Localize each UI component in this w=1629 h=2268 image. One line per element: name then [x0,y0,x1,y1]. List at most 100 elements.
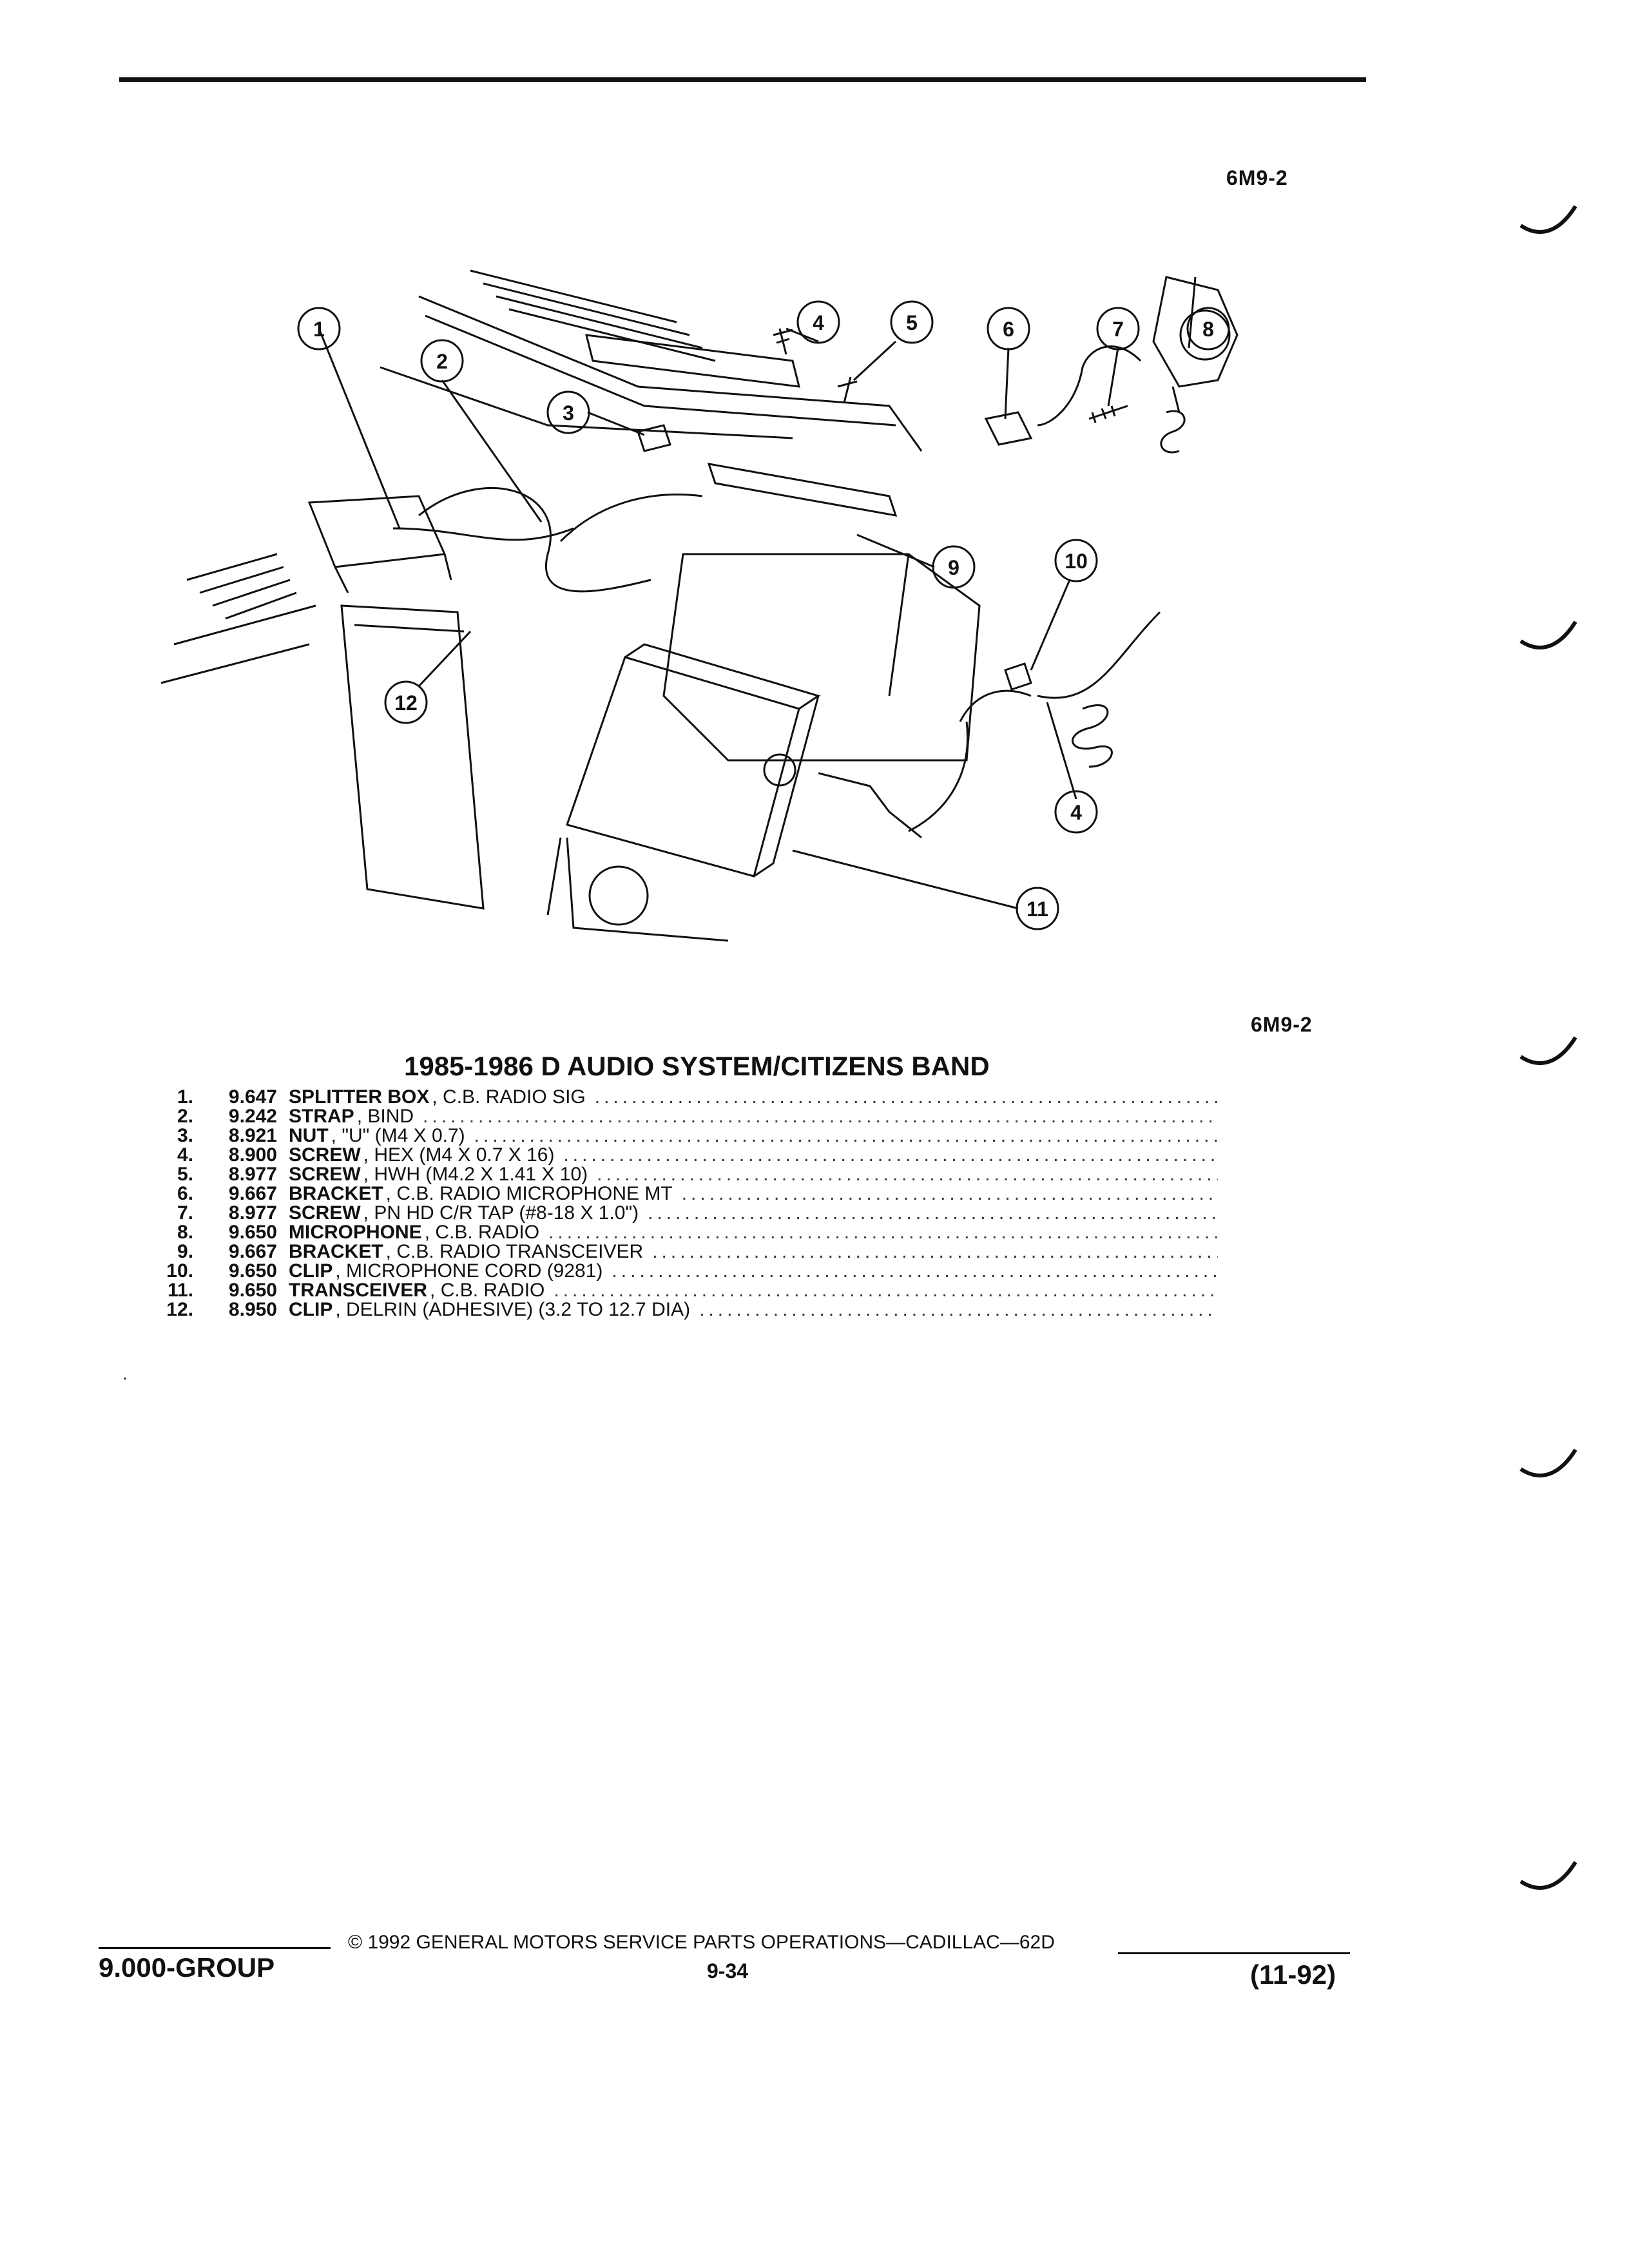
binder-tab-mark [1519,1448,1577,1477]
part-description: , BIND [356,1106,414,1127]
callout-circle-7 [1096,307,1140,351]
binder-tab-mark [1519,1036,1577,1065]
section-title: 1985-1986 D AUDIO SYSTEM/CITIZENS BAND [404,1051,990,1081]
part-name: MICROPHONE [289,1222,422,1243]
callout-circle-10 [1054,539,1098,582]
part-number: 5. [177,1164,193,1185]
part-group: 9.667 [228,1183,277,1204]
part-group: 9.667 [228,1241,277,1262]
callout-label-3: 3 [563,401,574,425]
part-name: SPLITTER BOX [289,1086,430,1108]
part-name: BRACKET [289,1183,383,1204]
screw-4-top-shape [773,328,793,355]
part-group: 9.650 [228,1222,277,1243]
part-number: 7. [177,1202,193,1224]
callout-label-12: 12 [394,691,418,715]
footer-copyright: © 1992 GENERAL MOTORS SERVICE PARTS OPER… [348,1932,1055,1953]
callout-label-2: 2 [436,350,448,373]
mic-cord [908,611,1161,832]
figure-code-bottom: 6M9-2 [1251,1013,1313,1036]
dot-leader [612,1262,1218,1281]
callout-circle-12 [384,680,428,724]
callout-circle-2 [420,339,464,383]
footer-group-label: 9.000-GROUP [99,1952,275,1983]
part-group: 9.650 [228,1280,277,1301]
dash-lines [470,269,716,362]
parts-list-row: 8. 9.650 MICROPHONE, C.B. RADIO [155,1223,1218,1242]
screw-5-shape [837,376,858,403]
mic-top-cord [1037,345,1142,427]
parts-list: 1. 9.647 SPLITTER BOX, C.B. RADIO SIG 2. 9.… [155,1088,1218,1320]
part-description: , C.B. RADIO [424,1222,540,1243]
part-group: 9.650 [228,1260,277,1282]
part-description: , HWH (M4.2 X 1.41 X 10) [363,1164,588,1185]
dot-leader [563,1146,1218,1165]
dot-leader [682,1184,1218,1204]
callout-label-1: 1 [313,318,325,341]
dash-panel-slot [585,334,800,388]
part-number: 1. [177,1086,193,1108]
clip-10-shape [1004,662,1032,691]
parts-list-row: 7. 8.977 SCREW, PN HD C/R TAP (#8-18 X 1.0… [155,1204,1218,1223]
part-group: 8.921 [228,1125,277,1146]
callout-label-5: 5 [906,311,918,334]
side-panel [340,604,485,910]
housing-box [662,553,981,762]
dot-leader [595,1088,1218,1107]
part-description: , PN HD C/R TAP (#8-18 X 1.0") [363,1202,639,1224]
part-group: 8.977 [228,1164,277,1185]
screw-7-shape [1088,405,1128,423]
dot-leader [699,1300,1218,1320]
part-number: 6. [177,1183,193,1204]
transceiver-body [566,643,821,878]
part-name: CLIP [289,1299,333,1320]
binder-tab-mark [1519,205,1577,234]
part-name: TRANSCEIVER [289,1280,428,1301]
dot-leader [548,1223,1218,1242]
figure-code-top: 6M9-2 [1226,166,1288,189]
dot-leader [554,1281,1218,1300]
mic-coil-upper [1160,386,1186,454]
part-description: , C.B. RADIO TRANSCEIVER [385,1241,644,1262]
top-rule [119,77,1366,82]
bracket-9-shape [707,463,898,517]
part-description: , C.B. RADIO SIG [432,1086,586,1108]
binder-tab-mark [1519,1861,1577,1890]
leaders [318,276,1197,910]
callout-circle-11 [1016,887,1059,930]
part-group: 9.647 [228,1086,277,1108]
part-description: , C.B. RADIO MICROPHONE MT [385,1183,673,1204]
part-number: 8. [177,1222,193,1243]
part-name: BRACKET [289,1241,383,1262]
part-number: 2. [177,1106,193,1127]
dot-leader [648,1204,1218,1223]
wire-harness [392,487,703,593]
callout-circle-8 [1186,307,1230,351]
part-number: 12. [166,1299,193,1320]
part-number: 9. [177,1241,193,1262]
mic-coil [1072,704,1113,768]
part-name: CLIP [289,1260,333,1282]
callout-circle-3 [546,390,590,434]
part-name: NUT [289,1125,329,1146]
callout-circle-4-bottom [1054,790,1098,834]
dot-leader [474,1126,1218,1146]
part-group: 8.977 [228,1202,277,1224]
callout-label-6: 6 [1003,318,1014,341]
lower-round-opening [588,865,649,926]
callout-label-7: 7 [1112,318,1124,341]
part-group: 9.242 [228,1106,277,1127]
callout-label-9: 9 [948,556,959,579]
footer-date: (11-92) [1250,1959,1336,1990]
dot-leader [423,1107,1218,1126]
mic-grille [1179,309,1231,361]
dash-panel-outline [380,295,923,452]
nut-3-shape [637,424,671,452]
part-name: SCREW [289,1202,361,1224]
part-description: , HEX (M4 X 0.7 X 16) [363,1144,555,1166]
part-description: , MICROPHONE CORD (9281) [335,1260,603,1282]
